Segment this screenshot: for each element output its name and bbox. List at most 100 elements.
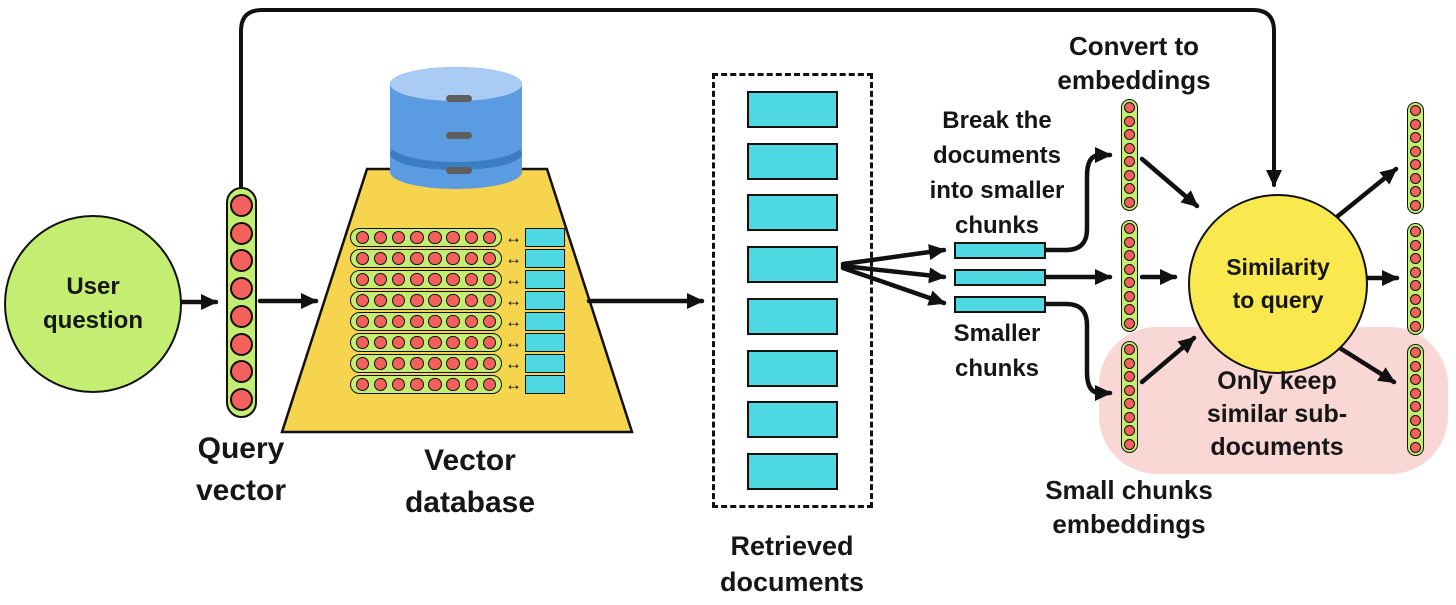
db-vector-row: ↔ (350, 375, 565, 394)
bidirectional-arrow-icon: ↔ (505, 333, 522, 352)
vector-dot (428, 251, 442, 266)
bidirectional-arrow-icon: ↔ (505, 270, 522, 289)
vector-dot (1410, 266, 1421, 278)
vector-dot (446, 272, 460, 287)
db-vector-row: ↔ (350, 249, 565, 268)
vector-dot (373, 377, 388, 392)
vector-dot (482, 230, 497, 245)
vector-dot (230, 221, 253, 245)
db-row-vector (350, 249, 502, 268)
vector-dot (464, 251, 479, 266)
vector-dot (355, 314, 370, 329)
vector-dot (482, 335, 497, 350)
vector-dot (410, 335, 424, 350)
output-embedding-vector (1407, 344, 1424, 456)
db-vector-row: ↔ (350, 354, 565, 373)
vector-dot (230, 277, 253, 301)
output-embedding-vector (1407, 102, 1424, 214)
vector-dot (1124, 304, 1135, 316)
vector-dot (428, 377, 442, 392)
db-vector-row: ↔ (350, 291, 565, 310)
vector-dot (446, 356, 460, 371)
retrieved-document (747, 194, 838, 232)
vector-dot (373, 314, 388, 329)
vector-dot (391, 230, 406, 245)
db-row-vector (350, 312, 502, 331)
bidirectional-arrow-icon: ↔ (505, 291, 522, 310)
vector-dot (1410, 387, 1421, 399)
db-row-vector (350, 228, 502, 247)
vector-dot (230, 304, 253, 328)
vector-dot (410, 272, 424, 287)
db-vector-row: ↔ (350, 333, 565, 352)
user-question-label: User question (43, 273, 143, 334)
retrieved-document (747, 246, 838, 284)
vector-dot (464, 377, 479, 392)
vector-dot (428, 314, 442, 329)
smaller-chunks-label: Smaller chunks (953, 320, 1041, 383)
db-row-vector (350, 270, 502, 289)
vector-dot (1124, 398, 1135, 410)
output-embedding-vector (1407, 223, 1424, 335)
retrieved-documents-label: Retrieved documents (719, 531, 865, 598)
vector-dot (1124, 142, 1135, 154)
query-vector-capsule (226, 187, 257, 418)
vector-dot (1124, 371, 1135, 383)
vector-dot (410, 377, 424, 392)
vector-dot (391, 251, 406, 266)
vector-dot (482, 314, 497, 329)
vector-dot (1410, 347, 1421, 359)
db-rows: ↔↔↔↔↔↔↔↔ (350, 228, 565, 394)
vector-dot (373, 272, 388, 287)
vector-dot (355, 230, 370, 245)
vector-dot (230, 193, 253, 217)
vector-dot (428, 356, 442, 371)
vector-dot (410, 293, 424, 308)
bidirectional-arrow-icon: ↔ (505, 375, 522, 394)
vector-dot (391, 335, 406, 350)
vector-dot (446, 251, 460, 266)
similarity-node: Similarity to query (1188, 194, 1368, 374)
vector-dot (355, 272, 370, 287)
vector-dot (1410, 253, 1421, 265)
vector-dot (482, 293, 497, 308)
vector-dot (1124, 129, 1135, 141)
vector-dot (1410, 401, 1421, 413)
vector-dot (1124, 438, 1135, 450)
vector-dot (391, 356, 406, 371)
db-row-vector (350, 354, 502, 373)
vector-dot (1124, 317, 1135, 329)
bidirectional-arrow-icon: ↔ (505, 249, 522, 268)
vector-dot (1410, 226, 1421, 238)
vector-dot (1124, 156, 1135, 168)
vector-dot (373, 293, 388, 308)
vector-dot (1410, 280, 1421, 292)
vector-dot (1124, 183, 1135, 195)
vector-dot (391, 293, 406, 308)
vector-dot (1410, 132, 1421, 144)
db-document-chunk (525, 375, 565, 394)
vector-dot (1124, 115, 1135, 127)
similarity-label: Similarity to query (1226, 253, 1330, 313)
vector-dot (464, 230, 479, 245)
vector-dot (1410, 428, 1421, 440)
vector-dot (410, 230, 424, 245)
vector-dot (230, 332, 253, 356)
small-chunk (954, 242, 1046, 259)
vector-dot (373, 335, 388, 350)
vector-dot (1410, 118, 1421, 130)
vector-dot (1124, 169, 1135, 181)
retrieved-document (747, 453, 838, 491)
vector-dot (1124, 236, 1135, 248)
vector-dot (1410, 105, 1421, 117)
vector-dot (230, 388, 253, 412)
chunk-embeddings-group (1121, 99, 1138, 453)
vector-dot (1124, 223, 1135, 235)
vector-dot (446, 314, 460, 329)
db-document-chunk (525, 312, 565, 331)
vector-dot (1124, 425, 1135, 437)
vector-dot (1124, 357, 1135, 369)
chunk-embedding-vector (1121, 220, 1138, 332)
retrieved-document (747, 297, 838, 335)
